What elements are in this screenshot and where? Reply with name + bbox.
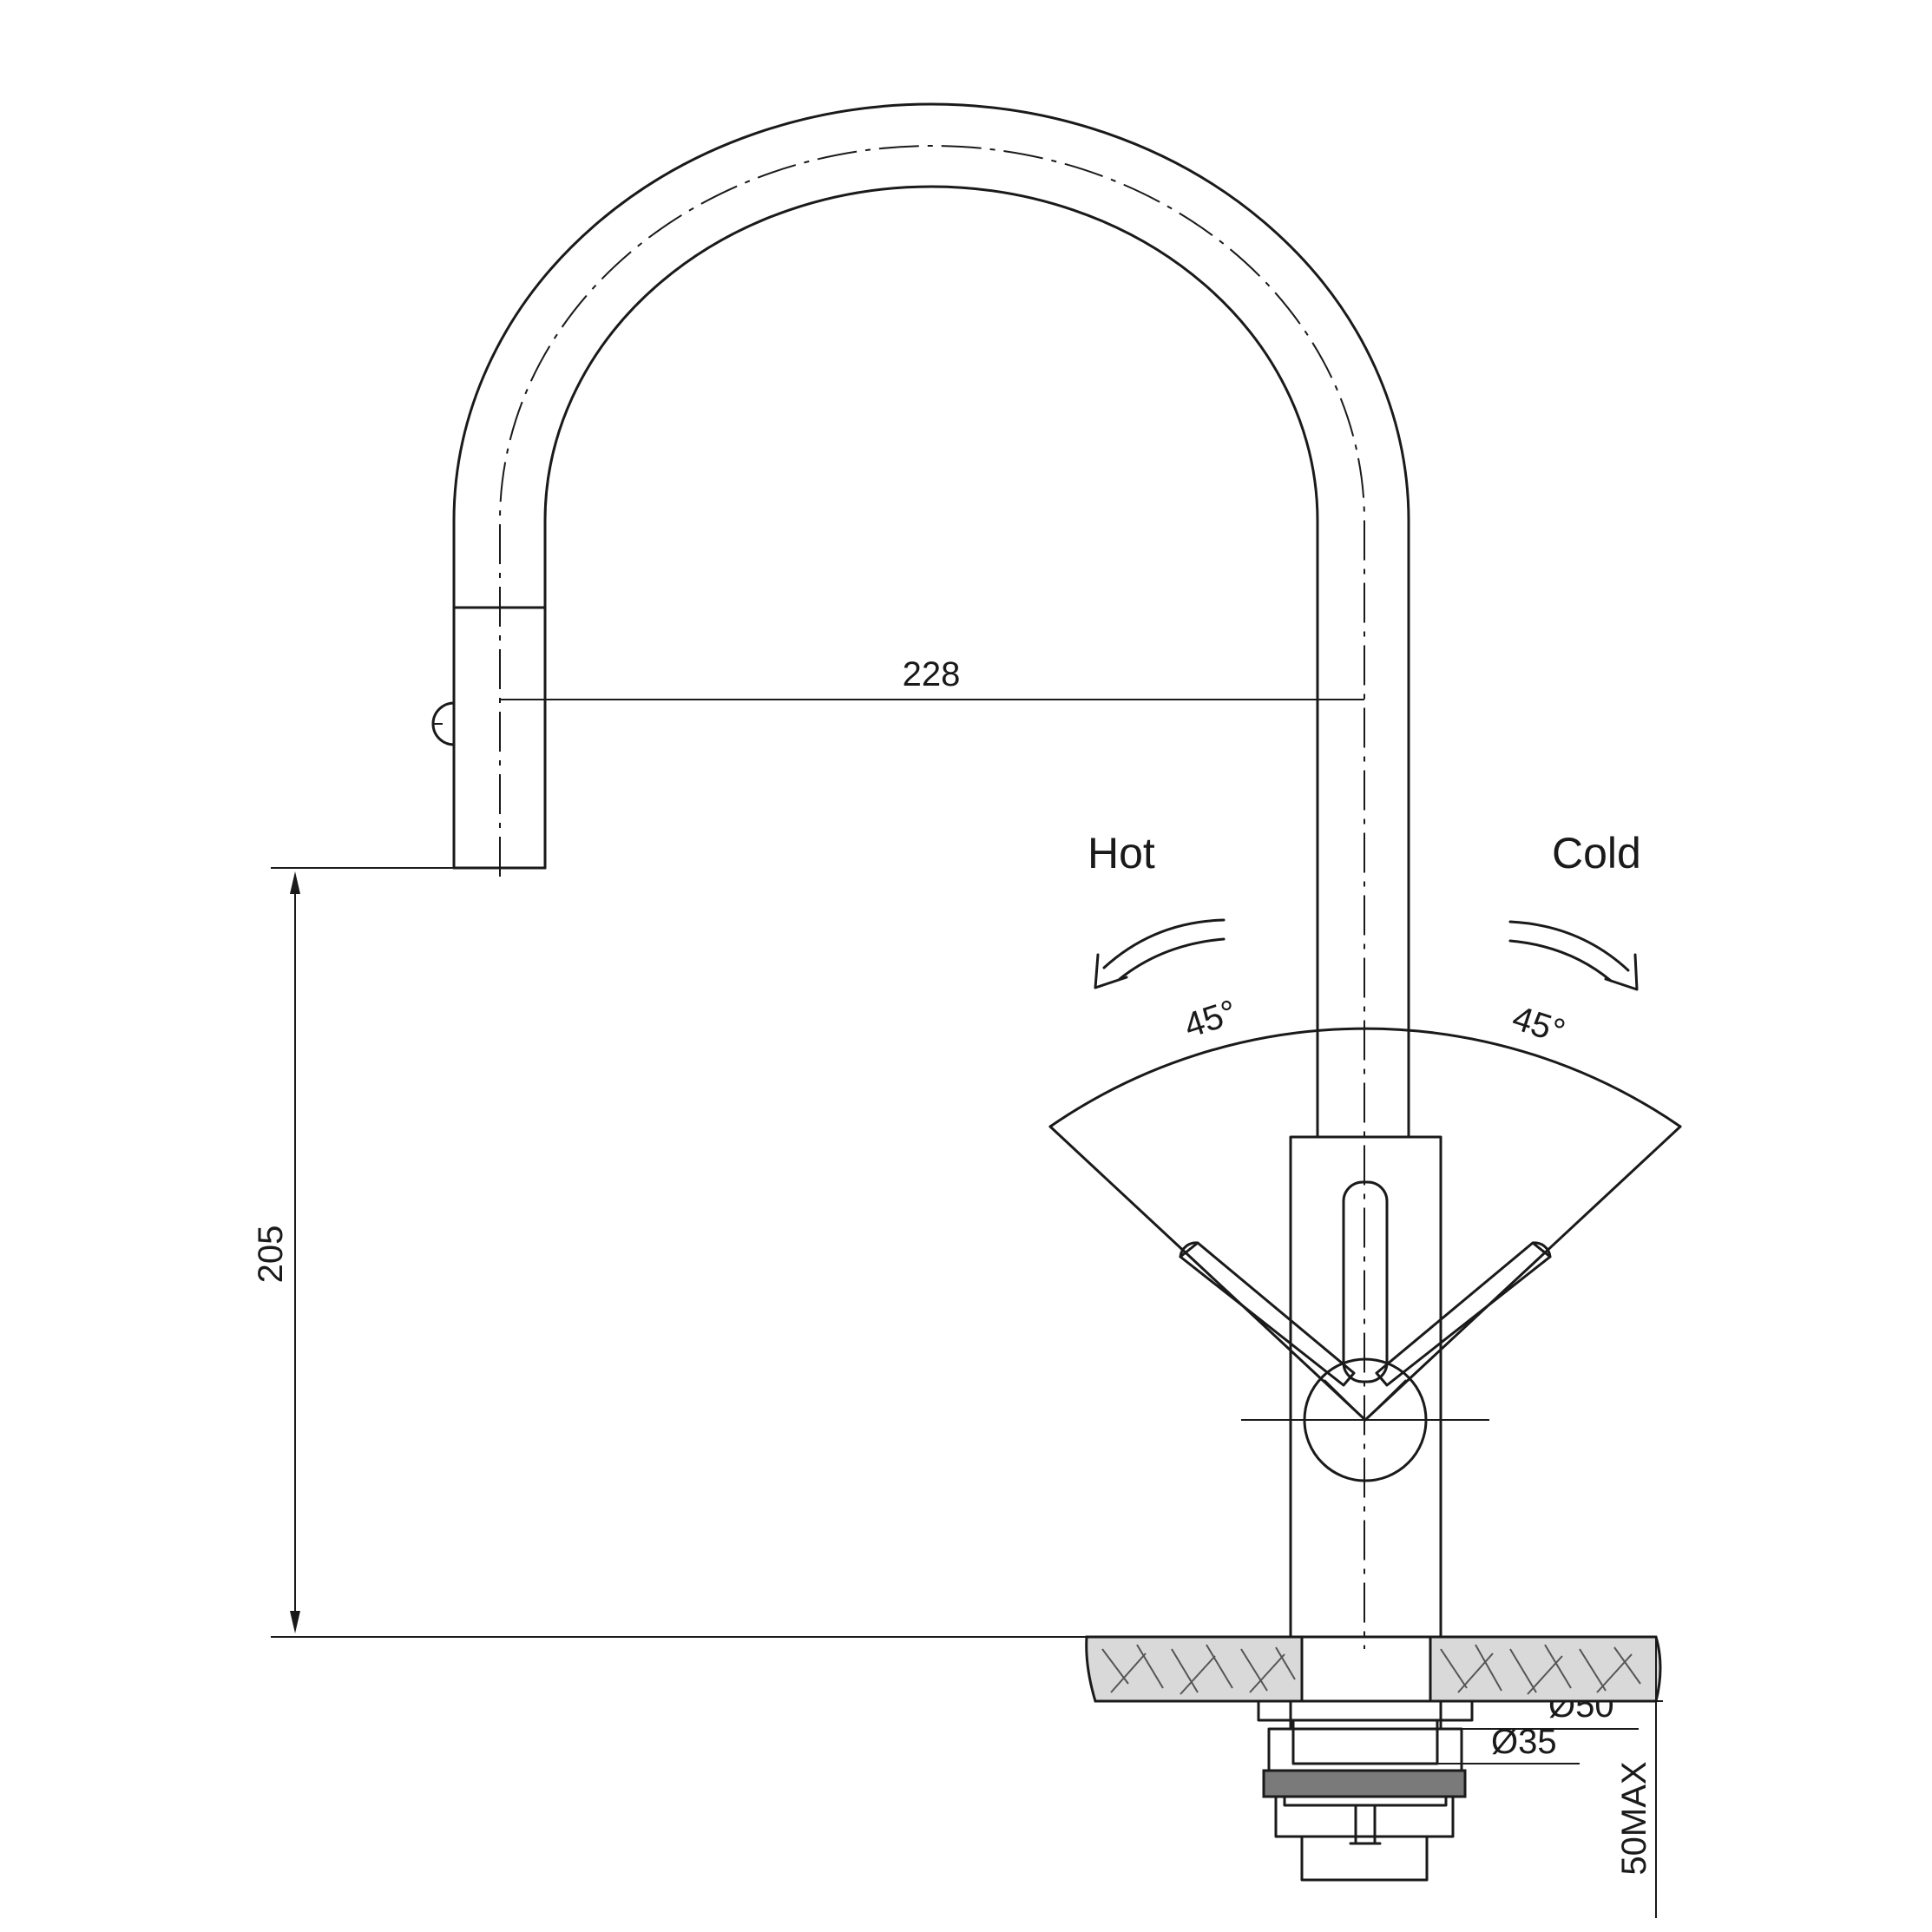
hot-arrow-icon	[1094, 918, 1226, 989]
max-thickness-dimension: 50MAX	[1615, 1637, 1663, 1918]
hot-lever	[1179, 1241, 1356, 1387]
cold-angle-label: 45°	[1508, 999, 1569, 1052]
shank-diameter-label: Ø35	[1491, 1723, 1557, 1761]
reach-dimension-label: 228	[903, 655, 961, 693]
mounting-nut	[1262, 1769, 1467, 1882]
cold-arrow-icon	[1508, 920, 1639, 991]
hot-angle-label: 45°	[1180, 993, 1241, 1046]
lever-hub	[1241, 1357, 1489, 1482]
height-dimension-label: 205	[252, 1226, 290, 1284]
countertop	[1085, 1635, 1662, 1703]
max-thickness-label: 50MAX	[1615, 1761, 1653, 1875]
spout	[452, 102, 1410, 1649]
cold-lever	[1375, 1241, 1552, 1387]
cold-label: Cold	[1552, 829, 1641, 877]
faucet-body	[1289, 1135, 1442, 1731]
shank: Ø35	[1257, 1699, 1580, 1765]
spray-button-icon	[431, 701, 456, 746]
height-dimension: 205	[252, 867, 1109, 1638]
hot-label: Hot	[1088, 829, 1155, 877]
reach-dimension: 228	[500, 655, 1364, 700]
